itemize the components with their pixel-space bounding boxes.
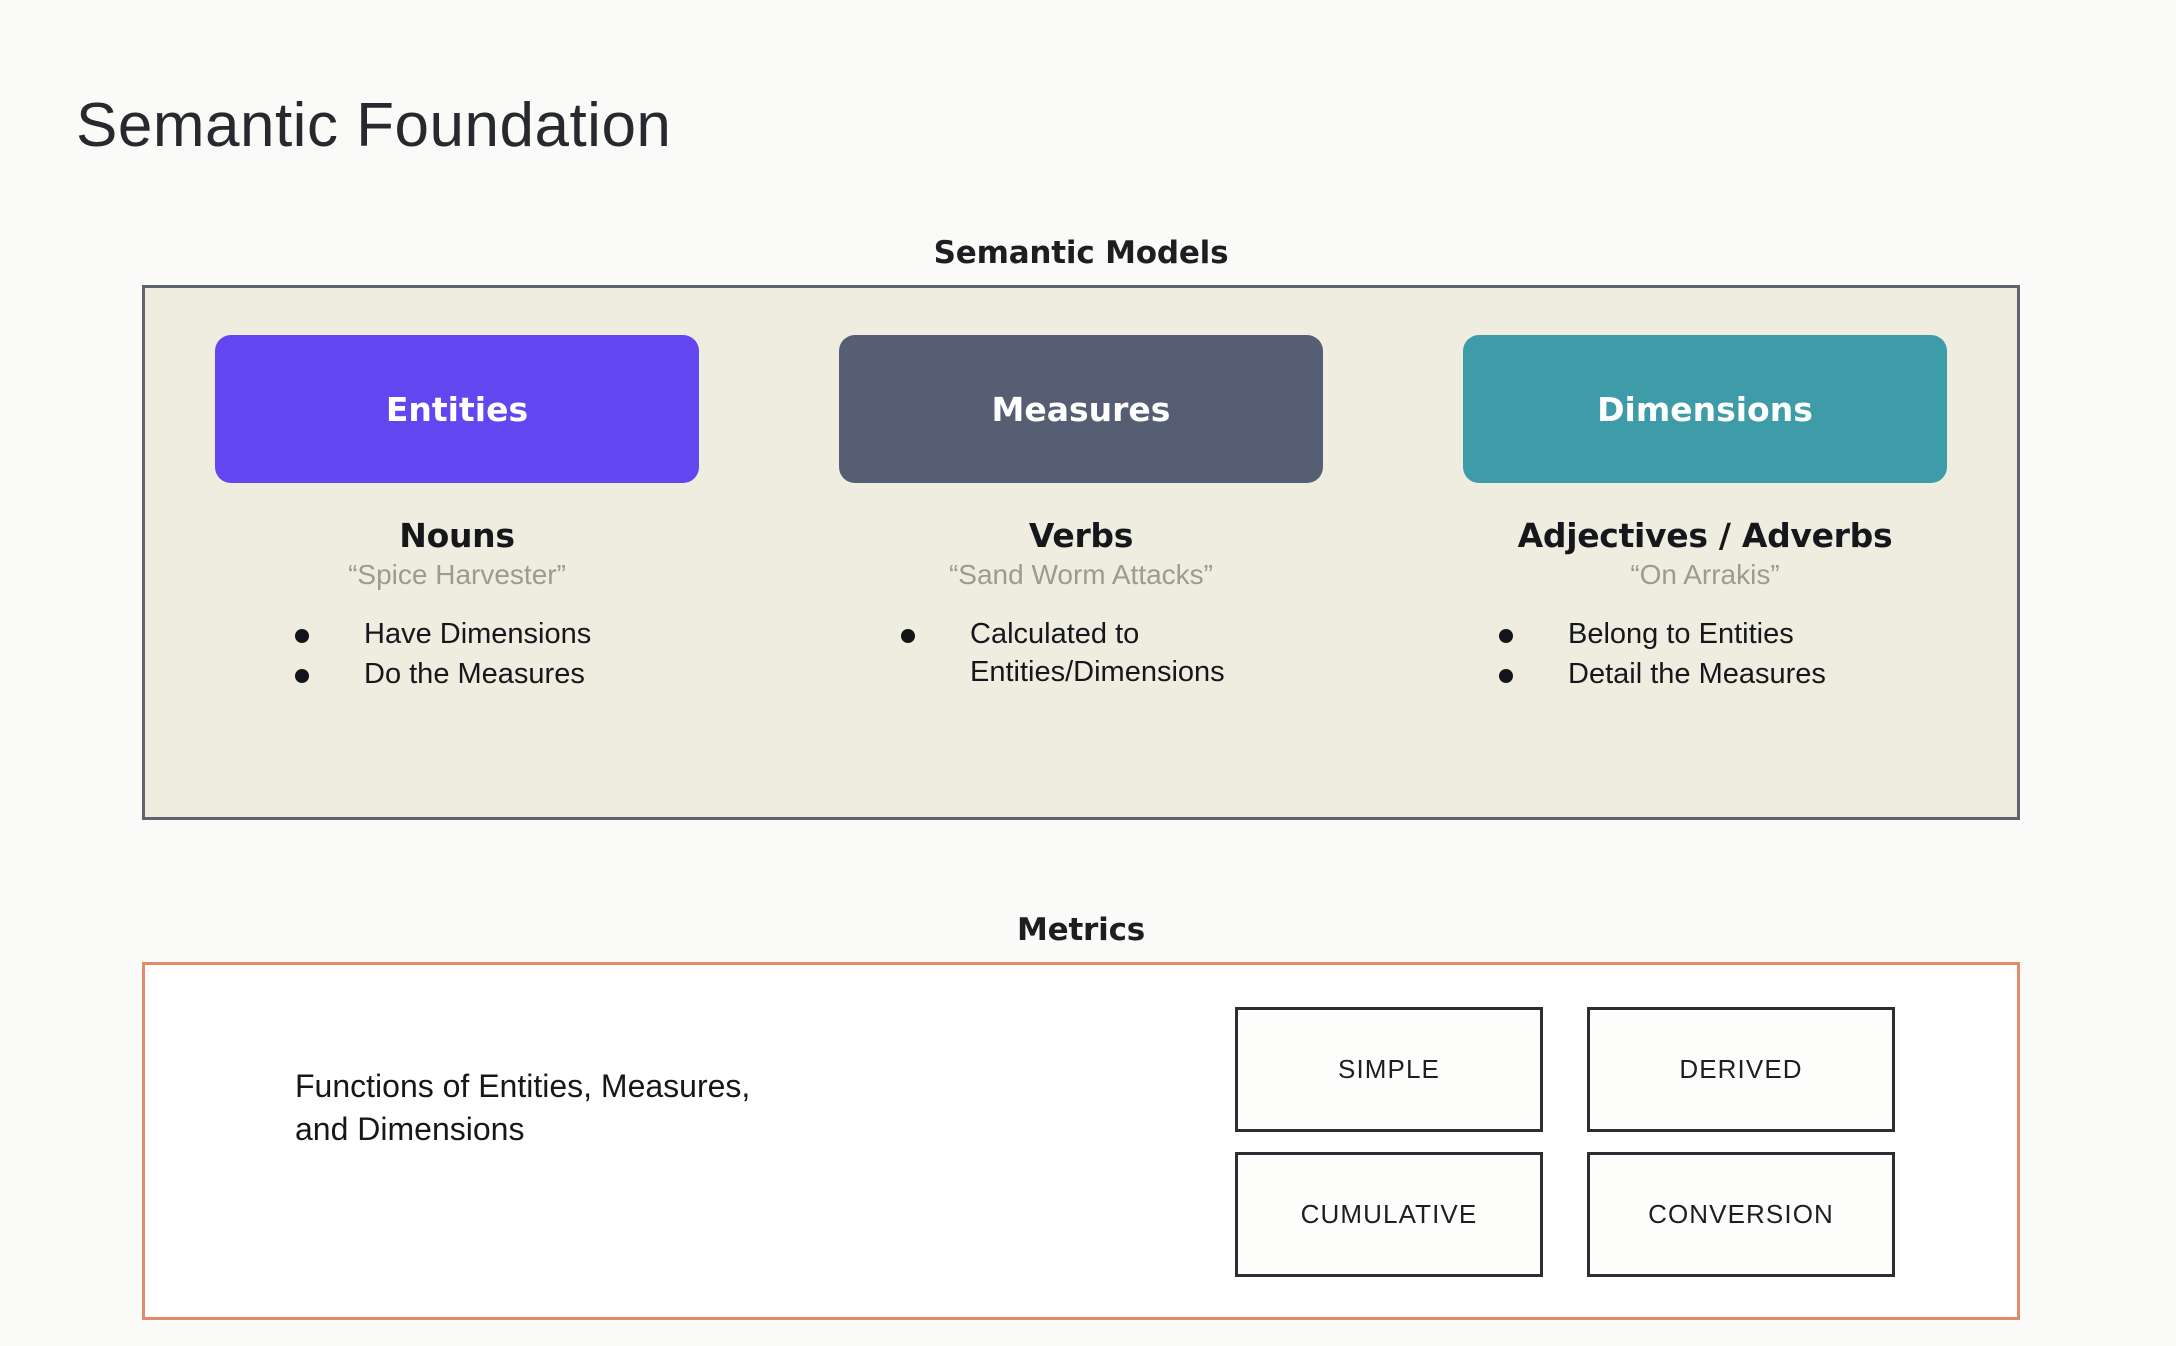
semantic-model-column-dimensions: Dimensions Adjectives / Adverbs “On Arra… <box>1393 288 2017 696</box>
dimensions-example: “On Arrakis” <box>1630 559 1780 590</box>
list-item: Detail the Measures <box>1499 655 1826 693</box>
measures-bullet-1: Calculated to Entities/Dimensions <box>970 618 1225 689</box>
entities-bullet-1: Have Dimensions <box>364 618 592 650</box>
entities-example: “Spice Harvester” <box>348 559 566 590</box>
metrics-caption: Metrics <box>1016 912 1146 948</box>
metric-type-derived[interactable]: DERIVED <box>1587 1007 1895 1132</box>
metrics-description: Functions of Entities, Measures, and Dim… <box>295 1068 751 1147</box>
dimensions-bullet-list: Belong to Entities Detail the Measures <box>1393 615 2017 696</box>
bullet-dot-icon <box>295 669 309 684</box>
dimensions-part-of-speech: Adjectives / Adverbs <box>1517 516 1893 555</box>
list-item: Calculated to Entities/Dimensions <box>901 615 1225 692</box>
metric-type-simple[interactable]: SIMPLE <box>1235 1007 1543 1132</box>
measures-example: “Sand Worm Attacks” <box>948 559 1213 590</box>
dimensions-bullet-1: Belong to Entities <box>1568 618 1794 650</box>
list-item: Do the Measures <box>295 655 585 693</box>
bullet-dot-icon <box>1499 629 1513 643</box>
entities-part-of-speech: Nouns <box>399 516 515 555</box>
bullet-dot-icon <box>295 629 309 643</box>
semantic-model-column-entities: Entities Nouns “Spice Harvester” Have Di… <box>145 288 769 696</box>
semantic-model-column-measures: Measures Verbs “Sand Worm Attacks” Calcu… <box>769 288 1393 694</box>
dimensions-chip[interactable]: Dimensions <box>1463 335 1947 483</box>
metrics-panel: Functions of Entities, Measures, and Dim… <box>142 962 2020 1320</box>
measures-bullet-list: Calculated to Entities/Dimensions <box>769 615 1393 694</box>
metric-type-conversion[interactable]: CONVERSION <box>1587 1152 1895 1277</box>
entities-chip[interactable]: Entities <box>215 335 699 483</box>
metric-type-grid: SIMPLE DERIVED CUMULATIVE CONVERSION <box>1235 1007 1895 1277</box>
measures-chip[interactable]: Measures <box>839 335 1323 483</box>
entities-bullet-2: Do the Measures <box>364 658 585 691</box>
bullet-dot-icon <box>1499 669 1513 684</box>
page-title: Semantic Foundation <box>76 90 672 160</box>
semantic-models-caption: Semantic Models <box>933 235 1229 271</box>
dimensions-bullet-2: Detail the Measures <box>1568 658 1826 691</box>
entities-bullet-list: Have Dimensions Do the Measures <box>145 615 769 696</box>
bullet-dot-icon <box>901 629 915 643</box>
list-item: Belong to Entities <box>1499 615 1794 653</box>
metric-type-cumulative[interactable]: CUMULATIVE <box>1235 1152 1543 1277</box>
list-item: Have Dimensions <box>295 615 591 653</box>
measures-part-of-speech: Verbs <box>1028 516 1134 555</box>
semantic-models-panel: Entities Nouns “Spice Harvester” Have Di… <box>142 285 2020 820</box>
